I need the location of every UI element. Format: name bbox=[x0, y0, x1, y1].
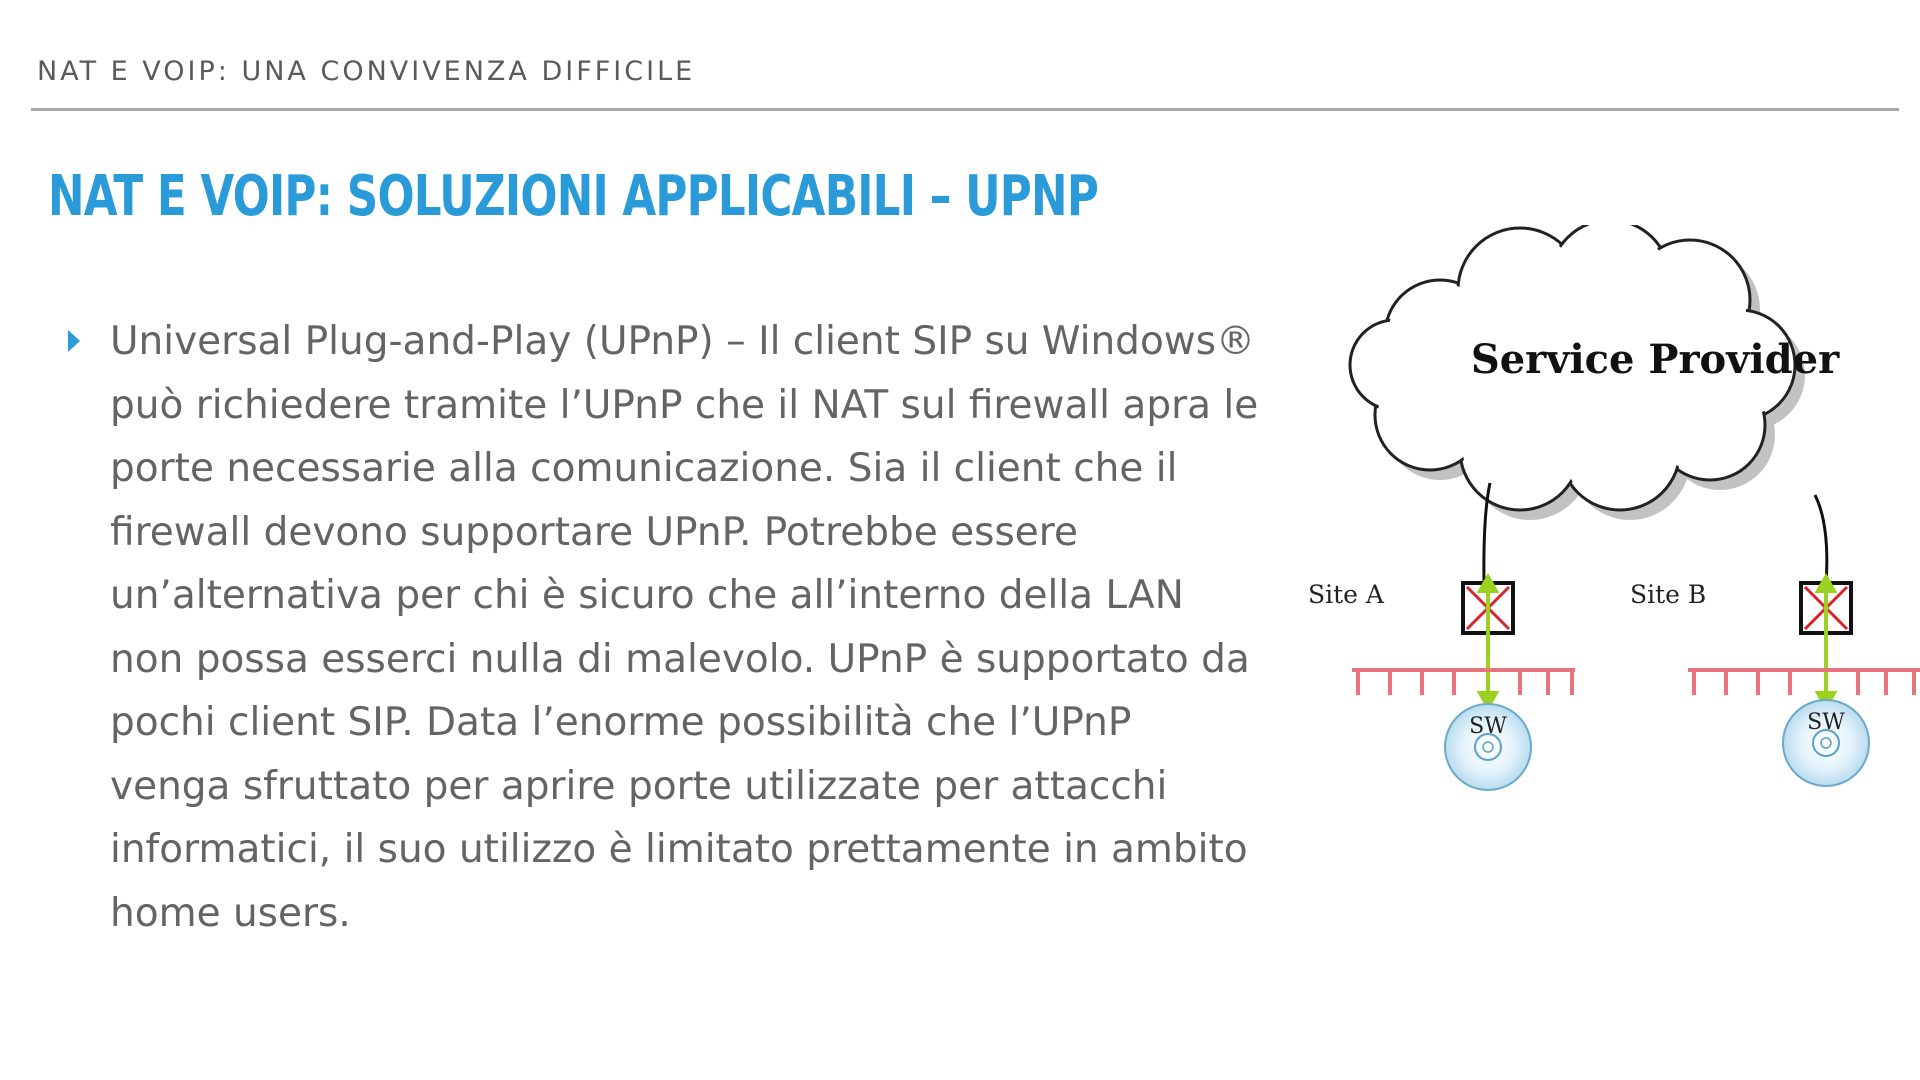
network-diagram: Service Provider Site A Site B bbox=[1308, 225, 1920, 791]
site-b-label: Site B bbox=[1630, 580, 1706, 609]
cloud-label: Service Provider bbox=[1471, 336, 1840, 383]
bullet-arrow-icon bbox=[68, 330, 80, 352]
lan-bus-b bbox=[1688, 668, 1920, 695]
sw-a-label: SW bbox=[1469, 714, 1507, 739]
bullet-text: Universal Plug-and-Play (UPnP) – Il clie… bbox=[110, 319, 1259, 936]
software-disc-b-icon bbox=[1782, 699, 1870, 787]
site-a-label: Site A bbox=[1308, 580, 1385, 609]
header-divider bbox=[31, 108, 1899, 111]
sw-b-label: SW bbox=[1807, 710, 1845, 735]
link-site-b bbox=[1813, 494, 1829, 586]
bullet-item: Universal Plug-and-Play (UPnP) – Il clie… bbox=[68, 310, 1268, 945]
link-site-a bbox=[1482, 482, 1492, 586]
slide-title: NAT E VOIP: SOLUZIONI APPLICABILI – UPNP bbox=[48, 164, 1099, 229]
upnp-arrow-a-icon bbox=[1476, 572, 1500, 712]
software-disc-a-icon bbox=[1444, 703, 1532, 791]
lan-bus-a bbox=[1352, 668, 1575, 695]
header-title: NAT E VOIP: UNA CONVIVENZA DIFFICILE bbox=[37, 56, 696, 87]
